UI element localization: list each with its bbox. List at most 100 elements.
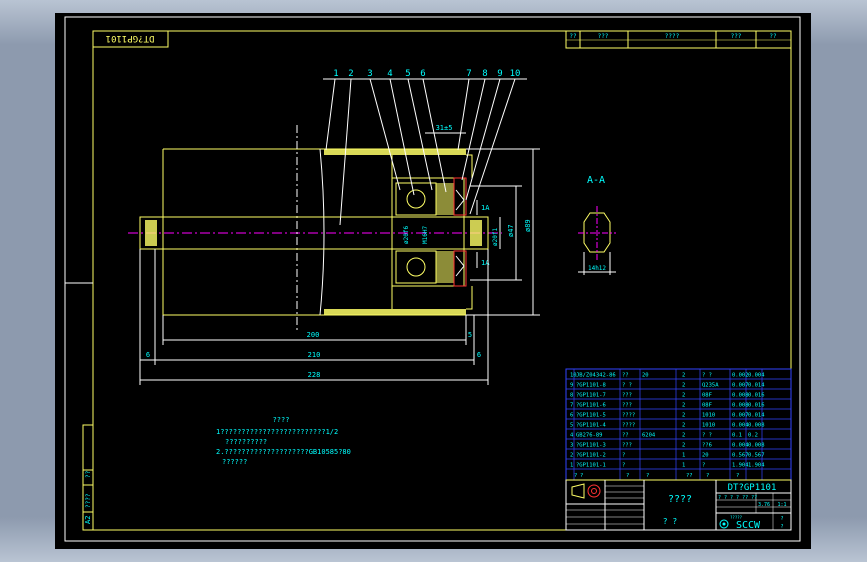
bom-cell: 0.008 xyxy=(732,393,749,399)
bom-cell: ? ? xyxy=(702,373,712,379)
bom-cell: ?GP1101-5 xyxy=(576,413,606,419)
side-label-3: ???? xyxy=(85,493,92,508)
bom-cell: ?? xyxy=(622,373,629,379)
bom-cell: 0.008 xyxy=(748,423,765,429)
bom-cell: 5 xyxy=(570,423,573,429)
balloon-8: 8 xyxy=(482,69,487,79)
bom-cell: 2 xyxy=(682,383,685,389)
bom-cell: ? ? xyxy=(702,433,712,439)
top-header-3: ???? xyxy=(665,33,680,40)
bom-cell: 08F xyxy=(702,403,712,409)
balloon-10: 10 xyxy=(510,69,521,79)
bom-cell: ???? xyxy=(622,413,635,419)
bom-cell: ? xyxy=(702,463,705,469)
bom-cell: 6204 xyxy=(642,433,656,439)
bom-footer-cell: ? xyxy=(574,473,577,479)
balloons: 1 2 3 4 5 6 7 8 9 10 xyxy=(323,69,527,226)
bom-cell: 0.1 xyxy=(732,433,742,439)
bom-cell: 0.014 xyxy=(748,413,765,419)
outer-border xyxy=(64,16,801,542)
balloon-4: 4 xyxy=(387,69,392,79)
bom-cell: ???? xyxy=(622,423,635,429)
bom-cell: ? xyxy=(622,453,625,459)
top-header-5: ?? xyxy=(769,33,777,40)
bom-cell: 0.014 xyxy=(748,383,765,389)
bom-cell: 2 xyxy=(682,423,685,429)
bom-cell: 1 xyxy=(570,463,573,469)
balloon-9: 9 xyxy=(497,69,502,79)
bom-cell: 0.567 xyxy=(748,453,765,459)
bom-cell: 2 xyxy=(682,443,685,449)
bom-cell: GB276-89 xyxy=(576,433,603,439)
bom-cell: 0.004 xyxy=(732,423,749,429)
bom-cell: 0.007 xyxy=(732,383,749,389)
top-header-4: ??? xyxy=(731,33,742,40)
bom-cell: ?GP1101-4 xyxy=(576,423,606,429)
bom-cell: 2 xyxy=(682,413,685,419)
bom-cell: 0.002 xyxy=(732,373,749,379)
section-title: A-A xyxy=(587,175,605,186)
bom-cell: 6 xyxy=(570,413,573,419)
stamp-text: DT?GP1101 xyxy=(106,33,155,43)
bom-cell: 7 xyxy=(570,403,573,409)
title-small-mark: ????? xyxy=(730,515,743,520)
drawing-number: DT?GP1101 xyxy=(728,483,777,493)
bom-footer-cell: ? xyxy=(580,473,583,479)
dim-20f1: ø20f1 xyxy=(492,228,499,246)
bom-cell: ? ? xyxy=(622,383,632,389)
dim-m16: M16H7 xyxy=(422,226,429,244)
bom-cell: ??? xyxy=(622,443,632,449)
bom-cell: ?GP1101-6 xyxy=(576,403,606,409)
section-mark-top: 1A xyxy=(481,204,490,212)
inner-border xyxy=(92,30,792,531)
bom-cell: 2 xyxy=(570,453,573,459)
bom-footer-cell: ? xyxy=(626,473,629,479)
bom-cell: Q235A xyxy=(702,383,719,389)
bom-cell: ?GP1101-7 xyxy=(576,393,606,399)
notes-heading: ???? xyxy=(273,416,290,424)
balloon-7: 7 xyxy=(466,69,471,79)
title-scale: 1:1 xyxy=(777,502,786,508)
bom-cell: 0.008 xyxy=(732,403,749,409)
dim-47: ø47 xyxy=(507,224,515,237)
section-view-aa: A-A 14h12 xyxy=(578,175,616,275)
notes-line-3: 2.????????????????????GB10585?80 xyxy=(216,448,351,456)
dim-210: 210 xyxy=(308,351,321,359)
bom-cell: 2 xyxy=(682,393,685,399)
bom-cell: ?GP1101-1 xyxy=(576,463,606,469)
bom-cell: 0.004 xyxy=(732,443,749,449)
dimensions: 31±5 ø89 ø47 ø20f1 ø20f6 M16H7 1A 1A 200… xyxy=(139,124,540,385)
balloon-1: 1 xyxy=(333,69,338,79)
bom-cell: 8 xyxy=(570,393,573,399)
bom-cell: ??6 xyxy=(702,443,712,449)
company-name: SCCW xyxy=(736,520,761,531)
bom-cell: ??? xyxy=(622,393,632,399)
side-label-1: ?? xyxy=(85,470,92,478)
top-header: ?? ??? ???? ??? ?? xyxy=(565,30,792,49)
bom-cell: 9 xyxy=(570,383,573,389)
dim-6-right: 6 xyxy=(477,351,481,359)
bearing-housing xyxy=(391,177,465,287)
bom-cell: 4 xyxy=(570,433,574,439)
left-side-strip: ?? A2 ???? xyxy=(82,424,94,531)
title-block: ???? ? ? DT?GP1101 ? ? ? ? ?? ?? 3.76 1:… xyxy=(565,479,792,531)
bom-cell: 0.016 xyxy=(748,393,765,399)
bom-cell: ?? xyxy=(622,433,629,439)
bom-footer-cell: ? xyxy=(706,473,709,479)
bom-cell: ? xyxy=(622,463,625,469)
balloon-2: 2 xyxy=(348,69,353,79)
bom-cell: 08F xyxy=(702,393,712,399)
bom-footer-row: ???????? xyxy=(574,473,739,479)
bom-cell: 0.004 xyxy=(748,373,765,379)
bom-cell: ?GP1101-3 xyxy=(576,443,606,449)
bom-cell: 1 xyxy=(682,463,685,469)
roller-assembly xyxy=(128,125,502,330)
